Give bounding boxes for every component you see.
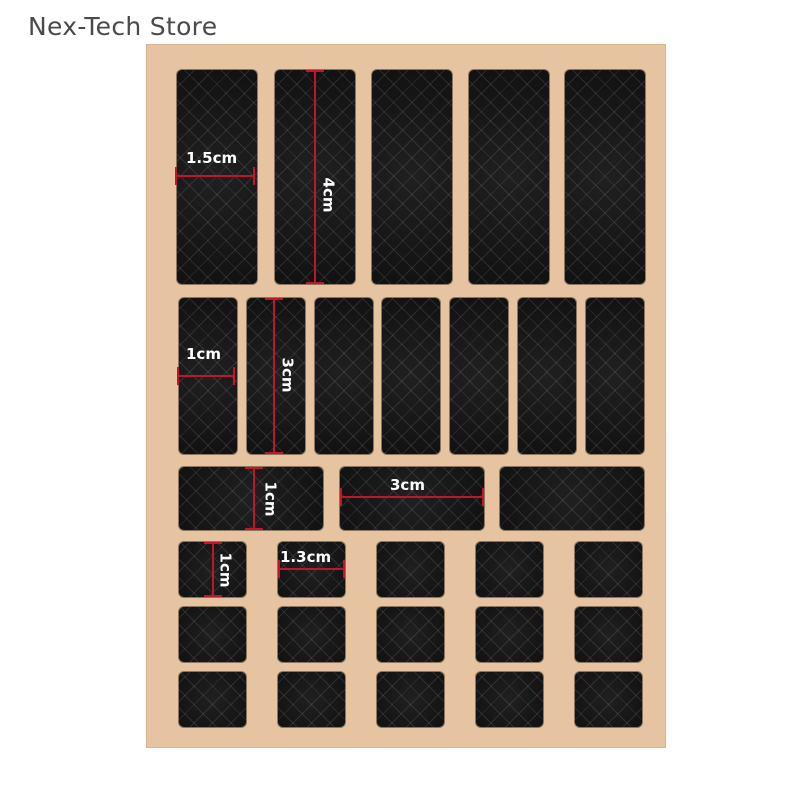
pad-row6-3 xyxy=(377,672,444,727)
measure-line-3cm-horizontal xyxy=(340,488,484,506)
pad-row6-4 xyxy=(476,672,543,727)
pad-row6-2 xyxy=(278,672,345,727)
measure-label-1cm-row3: 1cm xyxy=(261,481,280,517)
measure-label-1-3cm: 1.3cm xyxy=(280,548,332,566)
pad-row4-5 xyxy=(575,542,642,597)
pad-row5-2 xyxy=(278,607,345,662)
pad-row3-3 xyxy=(500,467,644,530)
measure-line-4cm xyxy=(306,70,324,284)
pad-row4-3 xyxy=(377,542,444,597)
pad-row2-6 xyxy=(518,298,576,454)
measure-line-1cm-row2 xyxy=(177,367,235,385)
pad-row5-5 xyxy=(575,607,642,662)
measure-line-1cm-row3 xyxy=(245,467,263,530)
pad-row5-1 xyxy=(179,607,246,662)
pad-row3-2 xyxy=(340,467,484,530)
pad-row2-2 xyxy=(247,298,305,454)
pad-row1-1 xyxy=(177,70,257,284)
measure-label-1cm-row2: 1cm xyxy=(186,345,221,363)
pad-row2-5 xyxy=(450,298,508,454)
pad-row2-7 xyxy=(586,298,644,454)
measure-label-1-5cm: 1.5cm xyxy=(186,149,238,167)
pad-row1-4 xyxy=(469,70,549,284)
pad-row5-4 xyxy=(476,607,543,662)
measure-line-1cm-row4 xyxy=(204,542,222,597)
measure-label-3cm-vertical: 3cm xyxy=(278,357,297,393)
pad-row3-1 xyxy=(179,467,323,530)
measure-line-3cm-vertical xyxy=(265,298,283,454)
measure-label-1cm-row4: 1cm xyxy=(216,552,235,588)
measure-line-1-5cm xyxy=(175,167,255,185)
pad-row2-4 xyxy=(382,298,440,454)
pad-row5-3 xyxy=(377,607,444,662)
measure-label-3cm-horizontal: 3cm xyxy=(390,476,425,494)
pad-row2-3 xyxy=(315,298,373,454)
store-name: Nex-Tech Store xyxy=(28,12,218,41)
measure-label-4cm: 4cm xyxy=(319,177,338,213)
pad-row6-1 xyxy=(179,672,246,727)
pad-row4-4 xyxy=(476,542,543,597)
measure-line-1-3cm xyxy=(278,560,345,578)
pad-row6-5 xyxy=(575,672,642,727)
pad-row1-5 xyxy=(565,70,645,284)
pad-row1-3 xyxy=(372,70,452,284)
pad-sheet: 1.5cm 4cm 1cm 3cm 1cm 3cm 1cm 1.3cm xyxy=(146,44,666,748)
